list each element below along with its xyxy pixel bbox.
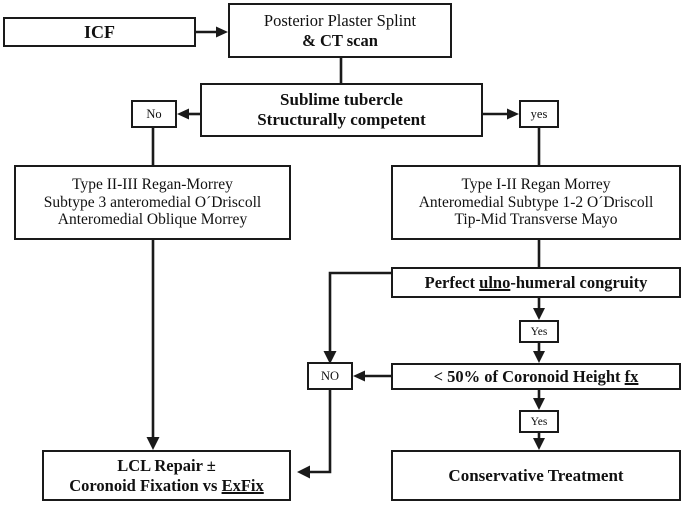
node-left-types-line1: Type II-III Regan-Morrey — [72, 175, 233, 193]
node-yes-height-label: Yes — [530, 415, 548, 428]
node-lcl-line2-underlined: ExFix — [221, 475, 264, 495]
connector-height-fx-to-no2 — [353, 370, 391, 382]
node-sublime-tubercle[interactable]: Sublime tubercle Structurally competent — [200, 83, 483, 137]
node-no-incongruent[interactable]: NO — [307, 362, 353, 390]
node-congruity-text: Perfect ulno-humeral congruity — [425, 273, 648, 292]
node-left-types-line2: Subtype 3 anteromedial O´Driscoll — [43, 193, 262, 211]
node-lcl-line2: Coronoid Fixation vs ExFix — [69, 476, 264, 495]
node-lcl-line2-prefix: Coronoid Fixation vs — [69, 475, 222, 495]
node-congruity-underlined: ulno — [479, 272, 511, 292]
node-perfect-congruity[interactable]: Perfect ulno-humeral congruity — [391, 267, 681, 298]
node-branch-no-label: No — [146, 106, 162, 121]
node-posterior-plaster-splint[interactable]: Posterior Plaster Splint & CT scan — [228, 3, 452, 58]
node-branch-no[interactable]: No — [131, 100, 177, 128]
connector-congruity-to-no2 — [323, 271, 391, 364]
node-yes-congruity[interactable]: Yes — [519, 320, 559, 343]
connector-sublime-to-no — [177, 108, 200, 120]
node-congruity-prefix: Perfect — [424, 272, 480, 292]
node-yes-height[interactable]: Yes — [519, 410, 559, 433]
node-sublime-line1: Sublime tubercle — [280, 90, 403, 110]
node-conservative-treatment[interactable]: Conservative Treatment — [391, 450, 681, 501]
node-right-fracture-types[interactable]: Type I-II Regan Morrey Anteromedial Subt… — [391, 165, 681, 240]
node-conservative-label: Conservative Treatment — [448, 465, 624, 485]
node-no-incongruent-label: NO — [320, 368, 340, 383]
node-splint-line1: Posterior Plaster Splint — [263, 11, 417, 31]
node-splint-line2: & CT scan — [302, 30, 378, 50]
node-sublime-line2: Structurally competent — [257, 110, 426, 129]
node-height-fx-text: < 50% of Coronoid Height fx — [434, 367, 639, 386]
connector-sublime-to-yes — [483, 108, 519, 120]
node-right-types-line1: Type I-II Regan Morrey — [461, 175, 611, 193]
connector-yes2-to-conservative — [533, 433, 545, 450]
node-lcl-repair[interactable]: LCL Repair ± Coronoid Fixation vs ExFix — [42, 450, 291, 501]
connector-no2-to-lcl — [297, 390, 332, 479]
node-coronoid-height-fx[interactable]: < 50% of Coronoid Height fx — [391, 363, 681, 390]
node-left-types-line3: Anteromedial Oblique Morrey — [57, 211, 248, 229]
node-lcl-line1: LCL Repair ± — [117, 456, 216, 476]
node-icf-label: ICF — [84, 21, 115, 42]
node-height-fx-prefix: < 50% of Coronoid Height — [433, 366, 625, 386]
node-branch-yes[interactable]: yes — [519, 100, 559, 128]
node-left-fracture-types[interactable]: Type II-III Regan-Morrey Subtype 3 anter… — [14, 165, 291, 240]
connector-left-types-to-lcl — [146, 240, 160, 450]
node-branch-yes-label: yes — [530, 106, 548, 121]
node-congruity-suffix: -humeral congruity — [510, 272, 648, 292]
connector-yes1-to-height-fx — [533, 343, 545, 363]
connector-height-fx-to-yes2 — [533, 390, 545, 410]
node-right-types-line2: Anteromedial Subtype 1-2 O´Driscoll — [418, 193, 654, 211]
node-height-fx-underlined: fx — [624, 366, 639, 386]
connector-congruity-to-yes1 — [533, 298, 545, 320]
node-icf[interactable]: ICF — [3, 17, 196, 47]
node-yes-congruity-label: Yes — [530, 325, 548, 338]
connector-icf-to-splint — [196, 26, 228, 38]
node-right-types-line3: Tip-Mid Transverse Mayo — [454, 211, 618, 229]
